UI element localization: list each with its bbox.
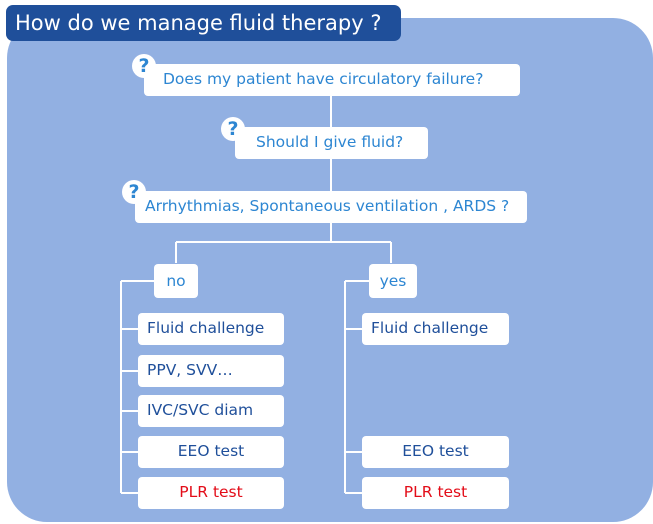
no-item-fluid-challenge: Fluid challenge [138, 313, 284, 345]
yes-item-plr-test: PLR test [362, 477, 509, 509]
question-give-fluid: Should I give fluid? [235, 127, 428, 159]
question-arrhythmias: Arrhythmias, Spontaneous ventilation , A… [135, 191, 527, 223]
branch-yes-label: yes [369, 264, 417, 298]
question-mark-icon: ? [122, 180, 146, 204]
branch-no-label: no [154, 264, 198, 298]
question-mark-icon: ? [132, 54, 156, 78]
yes-item-fluid-challenge: Fluid challenge [362, 313, 509, 345]
no-item-ivc-svc-diam: IVC/SVC diam [138, 395, 284, 427]
yes-item-eeo-test: EEO test [362, 436, 509, 468]
no-item-ppv-svv: PPV, SVV… [138, 355, 284, 387]
page-title: How do we manage fluid therapy ? [6, 5, 401, 41]
no-item-eeo-test: EEO test [138, 436, 284, 468]
no-item-plr-test: PLR test [138, 477, 284, 509]
question-circulatory-failure: Does my patient have circulatory failure… [144, 64, 520, 96]
question-mark-icon: ? [221, 117, 245, 141]
